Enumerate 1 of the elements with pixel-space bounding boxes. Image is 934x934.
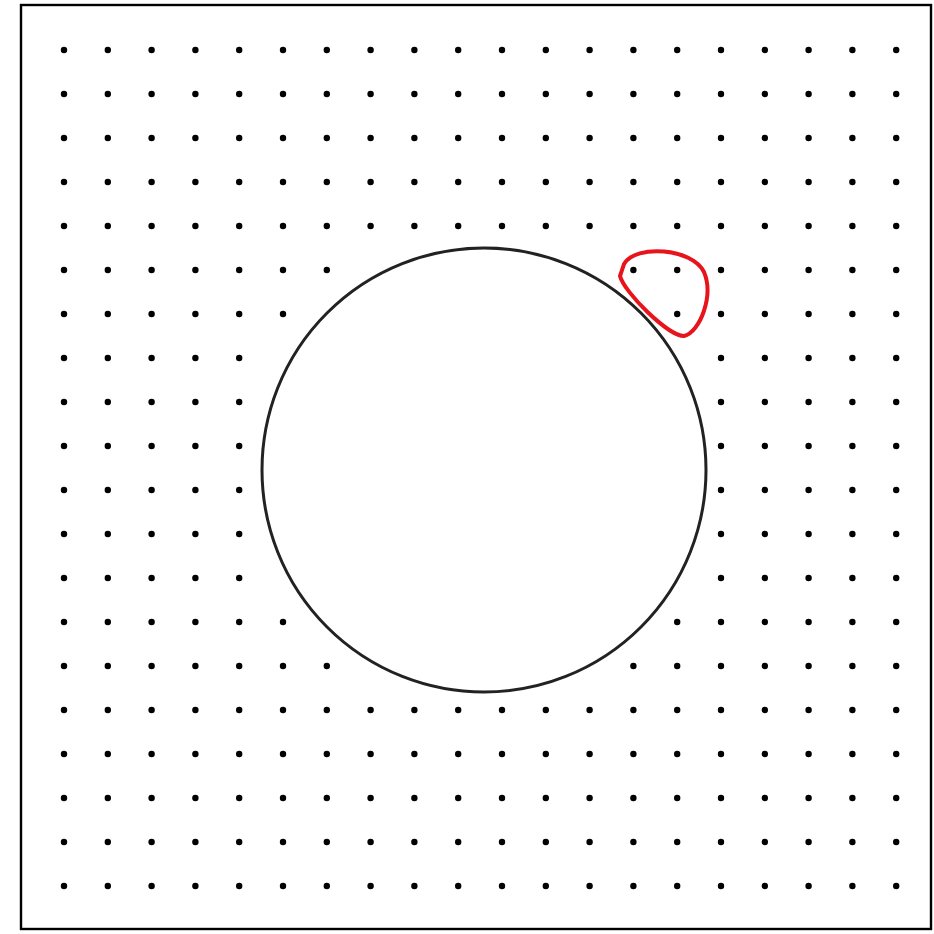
circle-shape [258,244,710,696]
